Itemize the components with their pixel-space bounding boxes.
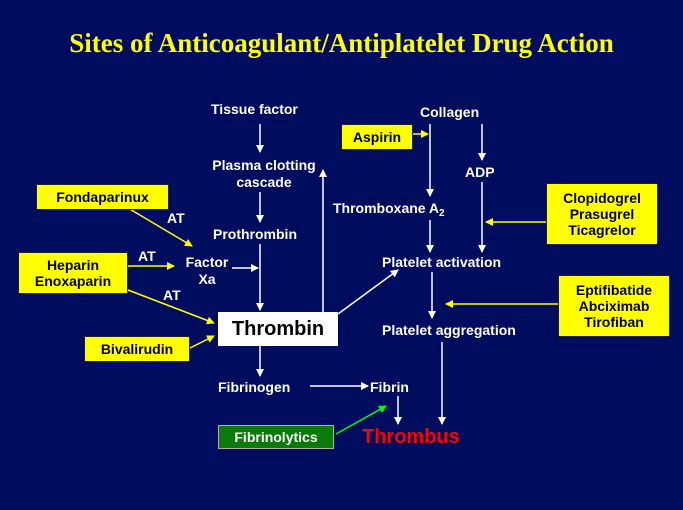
adp-label: ADP xyxy=(465,164,495,180)
at-label-enoxaparin: AT xyxy=(163,287,181,303)
arrow-thrombin-to-platelet-activation xyxy=(337,269,399,315)
factor-line2: Xa xyxy=(198,271,216,287)
thromboxane-subscript: 2 xyxy=(439,208,445,219)
aspirin-box: Aspirin xyxy=(341,124,413,150)
heparin-enoxaparin-box: Heparin Enoxaparin xyxy=(18,252,128,294)
at-label-heparin: AT xyxy=(138,248,156,264)
fondaparinux-box: Fondaparinux xyxy=(36,184,169,210)
fibrin-label: Fibrin xyxy=(370,379,409,395)
factor-line1: Factor xyxy=(185,254,229,270)
clopidogrel-label: Clopidogrel xyxy=(563,190,641,206)
bivalirudin-label: Bivalirudin xyxy=(100,341,174,357)
arrow-bivalirudin-to-thrombin xyxy=(189,335,215,349)
thrombus-label: Thrombus xyxy=(362,426,460,448)
factor-xa-label: Factor Xa xyxy=(178,254,236,288)
eptifibatide-label: Eptifibatide xyxy=(575,282,653,298)
tissue-factor-label: Tissue factor xyxy=(211,101,298,117)
fibrinolytics-label: Fibrinolytics xyxy=(234,429,318,445)
prothrombin-label: Prothrombin xyxy=(213,226,297,242)
platelet-aggregation-label: Platelet aggregation xyxy=(382,322,516,338)
arrow-fondaparinux-to-factor-xa xyxy=(127,207,193,247)
thrombin-label: Thrombin xyxy=(231,317,325,340)
bivalirudin-box: Bivalirudin xyxy=(84,336,190,362)
plasma-cascade-line1: Plasma clotting xyxy=(212,157,316,173)
heparin-label: Heparin xyxy=(46,257,100,273)
enoxaparin-label: Enoxaparin xyxy=(34,273,112,289)
abciximab-label: Abciximab xyxy=(578,298,650,314)
plasma-cascade-label: Plasma clotting cascade xyxy=(198,157,330,191)
ticagrelor-label: Ticagrelor xyxy=(568,222,636,238)
at-label-fondaparinux: AT xyxy=(167,210,185,226)
fibrinolytics-box: Fibrinolytics xyxy=(218,425,334,449)
fibrinogen-label: Fibrinogen xyxy=(218,379,291,395)
collagen-label: Collagen xyxy=(420,104,480,120)
gpiib-iiia-inhibitors-box: Eptifibatide Abciximab Tirofiban xyxy=(558,275,670,337)
arrow-fibrinolytics-to-fibrin xyxy=(335,405,387,435)
tirofiban-label: Tirofiban xyxy=(584,314,644,330)
aspirin-label: Aspirin xyxy=(352,129,402,145)
slide-title: Sites of Anticoagulant/Antiplatelet Drug… xyxy=(69,28,614,58)
prasugrel-label: Prasugrel xyxy=(569,206,635,222)
thrombin-box: Thrombin xyxy=(218,312,338,346)
thromboxane-text: Thromboxane A xyxy=(333,200,440,216)
plasma-cascade-line2: cascade xyxy=(236,174,292,190)
p2y12-inhibitors-box: Clopidogrel Prasugrel Ticagrelor xyxy=(546,183,658,245)
arrow-enoxaparin-to-thrombin xyxy=(127,289,215,325)
thromboxane-label: Thromboxane A2 xyxy=(333,200,445,222)
fondaparinux-label: Fondaparinux xyxy=(56,189,149,205)
platelet-activation-label: Platelet activation xyxy=(382,254,502,270)
